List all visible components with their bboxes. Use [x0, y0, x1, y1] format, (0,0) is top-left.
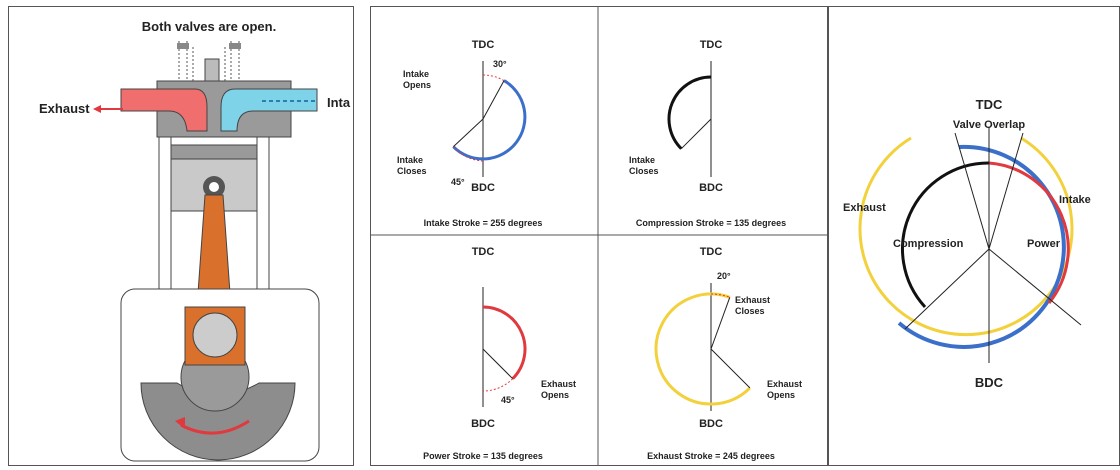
cycle-rays — [904, 127, 1082, 363]
piston-rings — [170, 144, 258, 160]
rotation-arrowhead — [175, 417, 185, 429]
intake-angle-top — [482, 74, 505, 82]
intake-arc — [452, 79, 527, 161]
intake-caption: Intake Stroke = 255 degrees — [424, 218, 543, 228]
exhaust-opens-label-2: Opens — [767, 390, 795, 400]
intake-ring — [897, 144, 1066, 349]
summary-power-label: Power — [1027, 238, 1061, 250]
valve-overlap-label: Valve Overlap — [953, 119, 1025, 131]
wrist-pin-hole — [209, 182, 219, 192]
power-ring — [988, 161, 1070, 304]
power-bdc-label: BDC — [471, 418, 495, 430]
summary-tdc-label: TDC — [976, 97, 1003, 112]
power-stroke-diagram: TDC BDC 45° Exhaust Opens Power Stroke =… — [423, 246, 576, 461]
valve-cap-left — [177, 43, 189, 49]
exhaust-port — [120, 88, 208, 132]
engine-illustration: Both valves are open. Exhaust Inta — [39, 19, 351, 462]
engine-caption: Both valves are open. — [142, 19, 276, 34]
intake-port-label: Inta — [327, 95, 351, 110]
summary-exhaust-label: Exhaust — [843, 202, 886, 214]
summary-panel: TDC Valve Overlap BDC Exhaust Intake Com… — [828, 6, 1120, 466]
intake-opens-label-2: Opens — [403, 80, 431, 90]
exhaust-arc — [654, 292, 751, 406]
power-arc — [482, 305, 527, 380]
exhaust-ring — [858, 136, 1074, 337]
intake-port — [220, 88, 318, 132]
compression-closes-label-1: Intake — [629, 155, 655, 165]
exhaust-caption: Exhaust Stroke = 245 degrees — [647, 451, 775, 461]
intake-closes-label-1: Intake — [397, 155, 423, 165]
intake-bdc-label: BDC — [471, 182, 495, 194]
exhaust-arrowhead — [93, 105, 101, 113]
valves — [178, 41, 240, 85]
compression-ring — [901, 161, 990, 309]
exhaust-port-label: Exhaust — [39, 101, 90, 116]
cylinder-wall-left — [158, 136, 172, 308]
compression-ray — [680, 118, 712, 150]
compression-bdc-label: BDC — [699, 182, 723, 194]
rotation-arrow — [180, 419, 250, 435]
summary-intake-label: Intake — [1059, 194, 1091, 206]
summary-compression-label: Compression — [893, 238, 964, 250]
intake-opens-label-1: Intake — [403, 69, 429, 79]
compression-tdc-label: TDC — [700, 39, 723, 51]
intake-angle-bottom-label: 45° — [451, 177, 465, 187]
exhaust-closes-label-1: Exhaust — [735, 295, 770, 305]
summary-cycle: TDC Valve Overlap BDC Exhaust Intake Com… — [843, 97, 1091, 390]
exhaust-angle — [710, 293, 730, 298]
intake-rays — [452, 80, 505, 148]
exhaust-tdc-label: TDC — [700, 246, 723, 258]
summary-bdc-label: BDC — [975, 375, 1004, 390]
strokes-grid: TDC BDC 30° 45° Intake Opens Intake Clos… — [371, 7, 827, 465]
compression-caption: Compression Stroke = 135 degrees — [636, 218, 786, 228]
intake-angle-top-label: 30° — [493, 59, 507, 69]
power-opens-label-2: Opens — [541, 390, 569, 400]
exhaust-rays — [710, 297, 751, 389]
exhaust-closes-label-2: Closes — [735, 306, 765, 316]
crank-pin — [192, 312, 238, 358]
compression-closes-label-2: Closes — [629, 166, 659, 176]
compression-stroke-diagram: TDC BDC Intake Closes Compression Stroke… — [629, 39, 786, 228]
exhaust-bdc-label: BDC — [699, 418, 723, 430]
intake-angle-bottom — [452, 146, 484, 162]
strokes-panel: TDC BDC 30° 45° Intake Opens Intake Clos… — [370, 6, 828, 466]
power-opens-label-1: Exhaust — [541, 379, 576, 389]
power-caption: Power Stroke = 135 degrees — [423, 451, 543, 461]
exhaust-stroke-diagram: TDC BDC 20° Exhaust Closes Exhaust Opens… — [647, 246, 802, 461]
intake-stroke-diagram: TDC BDC 30° 45° Intake Opens Intake Clos… — [397, 39, 542, 228]
engine-panel: Both valves are open. Exhaust Inta — [8, 6, 354, 466]
cylinder-wall-right — [256, 136, 270, 308]
cycle-arcs — [858, 136, 1074, 349]
power-angle-label: 45° — [501, 395, 515, 405]
power-tdc-label: TDC — [472, 246, 495, 258]
compression-arc — [667, 75, 712, 150]
power-angle — [482, 378, 514, 392]
power-ray — [482, 348, 514, 380]
valve-cap-right — [229, 43, 241, 49]
intake-tdc-label: TDC — [472, 39, 495, 51]
exhaust-opens-label-1: Exhaust — [767, 379, 802, 389]
exhaust-angle-label: 20° — [717, 271, 731, 281]
intake-closes-label-2: Closes — [397, 166, 427, 176]
